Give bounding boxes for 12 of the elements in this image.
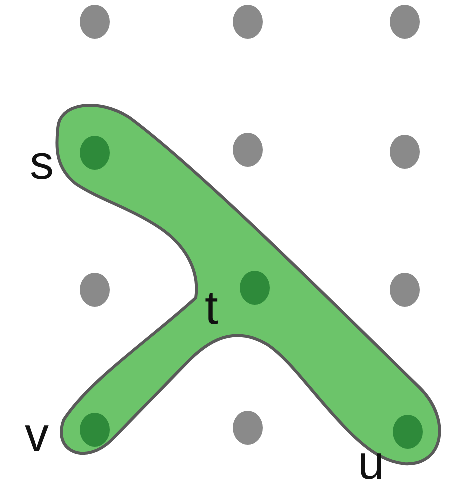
vertex-dot: [390, 135, 420, 169]
vertex-dot: [390, 273, 420, 307]
vertex-label: u: [358, 440, 385, 488]
vertex-dot: [233, 5, 263, 39]
vertex-label: v: [25, 412, 49, 460]
vertex-dot: [390, 5, 420, 39]
vertex-dot: [80, 273, 110, 307]
vertex-label: t: [205, 285, 218, 333]
vertex-dot: [233, 411, 263, 445]
vertex-label: s: [30, 140, 54, 188]
vertex-dot: [80, 5, 110, 39]
vertex-dot: [233, 133, 263, 167]
